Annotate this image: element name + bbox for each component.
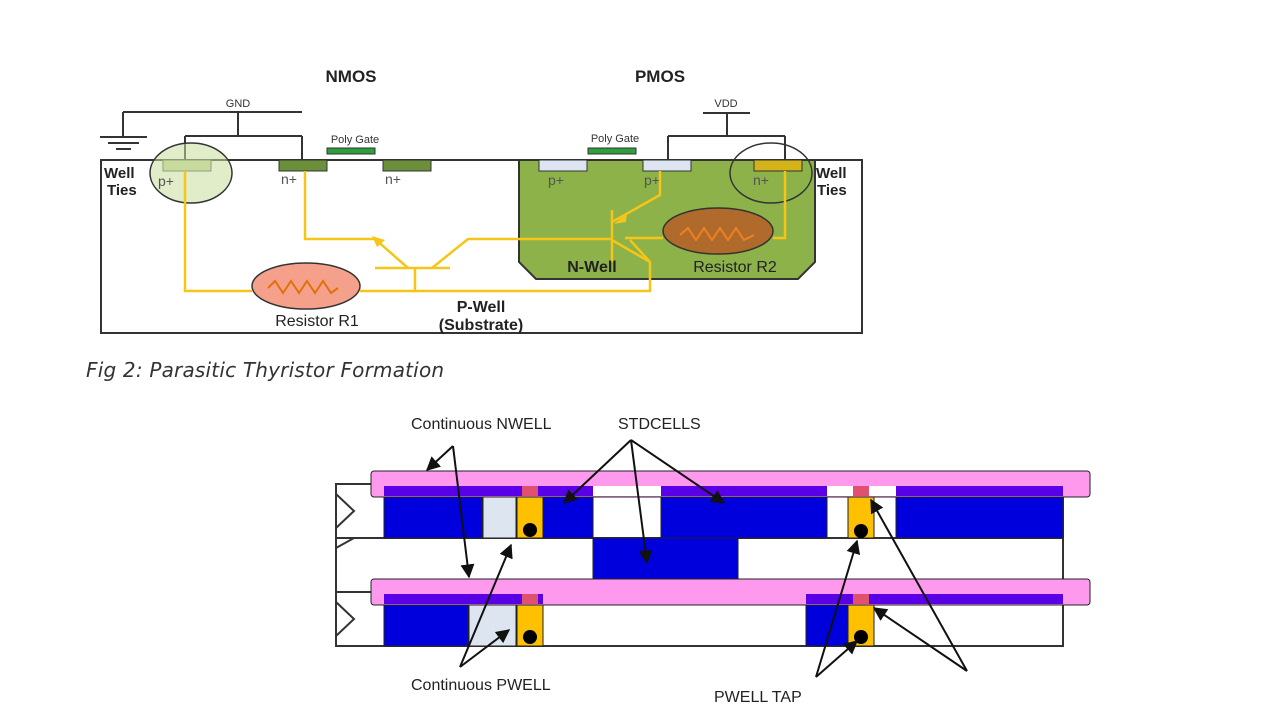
well-ties-right-2: Ties xyxy=(817,182,847,199)
well-ties-left-2: Ties xyxy=(107,182,137,199)
stdcell-r3-a xyxy=(383,603,469,647)
n-plus-source-nmos xyxy=(278,159,328,172)
stdcell-r1-b xyxy=(542,495,594,539)
n-plus-well-tie xyxy=(753,159,803,172)
stdcell-well-tap-diagram: Continuous NWELL STDCELLS Continuous PWE… xyxy=(335,416,1091,706)
continuous-nwell-label: Continuous NWELL xyxy=(411,416,552,433)
n-plus-label-1: n+ xyxy=(281,171,297,187)
poly-gate-pmos xyxy=(587,147,637,155)
p-plus-label-pmos-2: p+ xyxy=(644,172,660,188)
n-plus-label-2: n+ xyxy=(385,171,401,187)
stdcell-r1-d xyxy=(895,495,1064,539)
well-tie-circle-right xyxy=(729,142,813,204)
figure-caption: Fig 2: Parasitic Thyristor Formation xyxy=(86,358,445,382)
gnd-label: GND xyxy=(226,98,251,110)
vdd-label: VDD xyxy=(714,98,737,110)
pwell-r1-a xyxy=(482,495,517,539)
nmos-label: NMOS xyxy=(326,67,377,86)
annotation-arrows xyxy=(425,439,968,678)
poly-gate-label-pmos: Poly Gate xyxy=(591,133,639,145)
pnp-arrow-icon xyxy=(614,213,627,224)
p-well-label: P-Well xyxy=(457,299,506,316)
substrate-label: (Substrate) xyxy=(439,317,523,334)
p-plus-drain-pmos xyxy=(538,159,588,172)
pwell-r3-a xyxy=(468,603,517,647)
parasitic-thyristor-diagram: NMOS PMOS GND VDD Poly Gate Poly Gate p+… xyxy=(100,67,863,334)
gnd-wiring xyxy=(122,111,303,160)
resistor-r1-zigzag-icon xyxy=(267,279,339,295)
stdcell-r1-a xyxy=(383,495,483,539)
poly-gate-nmos xyxy=(326,147,376,155)
resistor-r1-body xyxy=(251,262,361,310)
pwell-strip-middle-gap xyxy=(543,594,806,604)
n-plus-drain-nmos xyxy=(382,159,432,172)
tap-contacts xyxy=(522,486,869,644)
p-plus-source-pmos xyxy=(642,159,692,172)
row-chevron-icons xyxy=(335,493,356,637)
continuous-pwell-label: Continuous PWELL xyxy=(411,677,551,694)
well-ties-right-1: Well xyxy=(816,165,847,182)
well-tie-circle-left xyxy=(149,142,233,204)
pwell-tap-label: PWELL TAP xyxy=(714,689,802,706)
p-plus-label-left: p+ xyxy=(158,173,174,189)
well-ties-left-1: Well xyxy=(104,165,135,182)
p-plus-label-pmos-1: p+ xyxy=(548,172,564,188)
parasitic-current-paths xyxy=(183,171,787,293)
ground-symbol-icon xyxy=(100,136,147,150)
resistor-r2-label: Resistor R2 xyxy=(693,259,777,276)
purple-strip-top xyxy=(384,486,1063,496)
poly-gate-label-nmos: Poly Gate xyxy=(331,134,379,146)
pmos-label: PMOS xyxy=(635,67,685,86)
n-well-label: N-Well xyxy=(567,259,616,276)
stdcells-label: STDCELLS xyxy=(618,416,701,433)
resistor-r2-zigzag-icon xyxy=(679,226,755,242)
pwell-strip-top-white xyxy=(593,486,661,496)
npn-arrow-icon xyxy=(372,236,385,247)
resistor-r1-label: Resistor R1 xyxy=(275,313,359,330)
vdd-wiring xyxy=(667,112,786,160)
n-plus-label-right: n+ xyxy=(753,172,769,188)
